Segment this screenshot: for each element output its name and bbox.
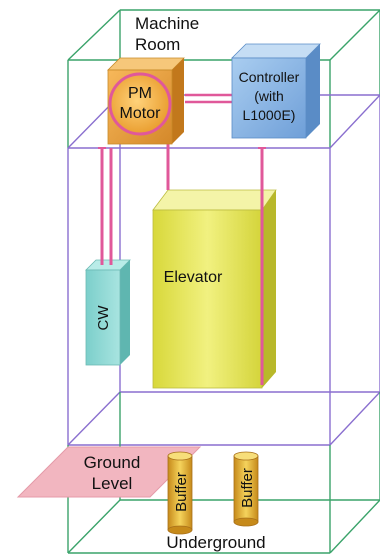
elevator-car xyxy=(152,189,277,389)
pm-motor-label-line1: PM xyxy=(128,85,152,102)
elevator-label: Elevator xyxy=(164,269,223,286)
ground-level-label-line1: Ground xyxy=(84,453,141,472)
underground-label: Underground xyxy=(166,533,265,552)
machine-room-label-line1: Machine xyxy=(135,14,199,33)
buffer-left xyxy=(167,451,193,535)
counterweight-block xyxy=(85,259,131,366)
buffer-right-label: Buffer xyxy=(239,468,256,508)
ground-level-plane xyxy=(16,446,202,498)
pm-motor xyxy=(107,57,185,145)
machine-room-label-line2: Room xyxy=(135,35,180,54)
controller-label-line3: L1000E) xyxy=(243,107,296,123)
controller-label-line1: Controller xyxy=(239,69,300,85)
pm-motor-label-line2: Motor xyxy=(120,105,162,122)
counterweight-label: CW xyxy=(95,305,112,331)
buffer-left-label: Buffer xyxy=(173,472,190,512)
buffer-right xyxy=(233,451,259,527)
controller-label-line2: (with xyxy=(254,88,284,104)
controller-box xyxy=(231,43,321,139)
ground-level-label-line2: Level xyxy=(92,474,133,493)
